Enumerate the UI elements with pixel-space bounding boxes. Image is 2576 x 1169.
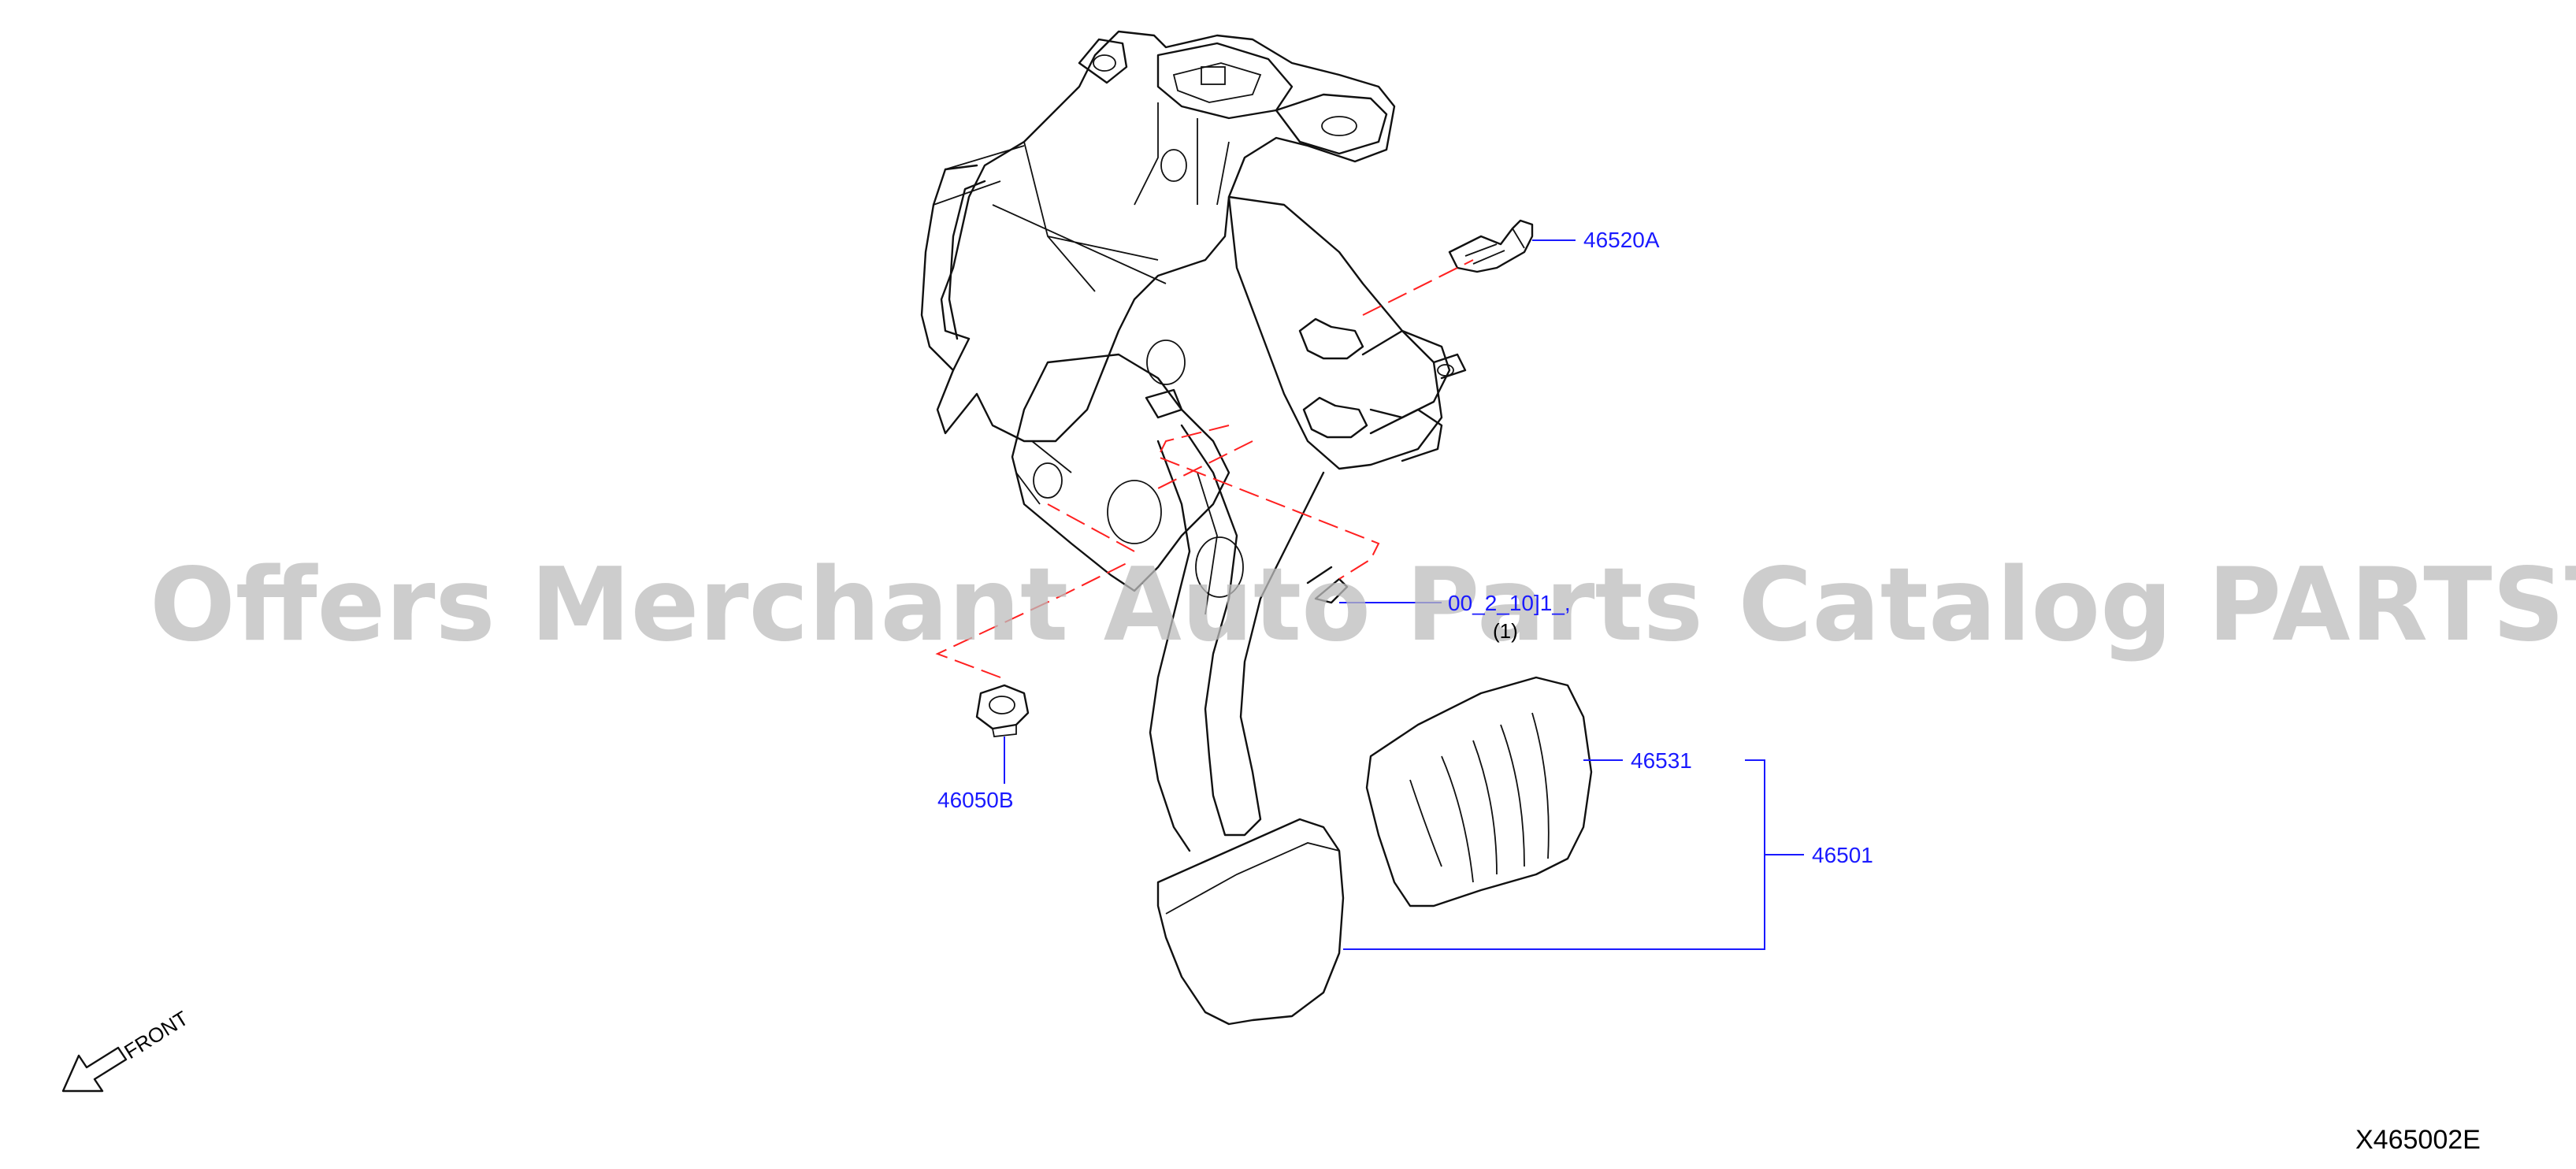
bolt-46520a-drawing (1448, 219, 1534, 273)
front-indicator: FRONT (61, 1006, 192, 1093)
pedal-pad-cover-drawing (1365, 676, 1593, 907)
reference-lines (935, 259, 1474, 678)
obscured-callout-label: 00_2_10]1_, (1448, 591, 1571, 615)
diagram-code: X465002E (2355, 1125, 2481, 1155)
pedal-bracket-drawing (920, 30, 1467, 598)
front-label: FRONT (120, 1006, 192, 1063)
nut-46050b-drawing (975, 684, 1030, 737)
leader-lines (1004, 239, 1804, 950)
pedal-arm-drawing (1149, 424, 1325, 852)
part-label-46501[interactable]: 46501 (1812, 843, 1873, 867)
part-label-46520a[interactable]: 46520A (1583, 228, 1660, 252)
part-label-46531[interactable]: 46531 (1631, 748, 1692, 773)
front-arrow-icon (61, 1046, 128, 1093)
watermark: Offers Merchant Auto Parts Catalog PARTS… (150, 547, 2576, 664)
pedal-pad-drawing (1156, 818, 1345, 1026)
obscured-callout-quantity: (1) (1493, 619, 1518, 643)
clip-drawing (1306, 566, 1349, 604)
part-label-46050b[interactable]: 46050B (937, 788, 1014, 812)
